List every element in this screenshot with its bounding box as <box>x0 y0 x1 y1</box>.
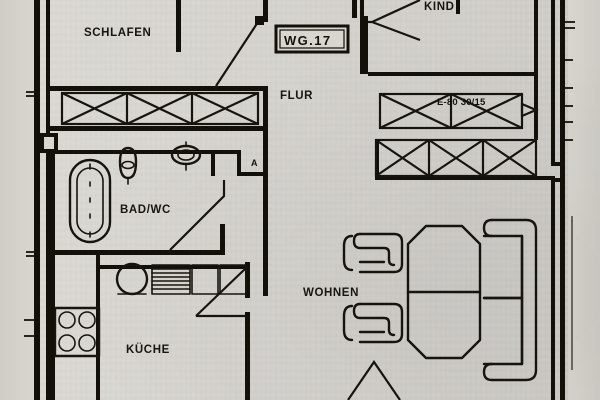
door-swing-bad-wc <box>168 180 226 255</box>
drainboard <box>151 264 191 295</box>
room-label-schlafen: SCHLAFEN <box>84 27 151 39</box>
built-in-wardrobe-schlafen <box>60 91 260 126</box>
left-page-margin <box>0 0 34 400</box>
stove-four-burner <box>53 306 101 358</box>
right-wall-ticks <box>565 21 575 141</box>
kitchen-counter-units <box>191 264 247 295</box>
door-swing-kind <box>368 0 421 42</box>
kitchen-sink <box>115 262 149 296</box>
room-label-kueche: KÜCHE <box>126 343 170 356</box>
door-swing-schlafen <box>214 16 264 90</box>
armchair-upper <box>342 232 404 274</box>
room-label-bad-wc: BAD/WC <box>120 204 171 216</box>
door-swing-kueche <box>195 267 247 318</box>
octagonal-coffee-table <box>406 224 482 360</box>
exterior-walls <box>34 0 565 400</box>
washbasin <box>170 141 202 171</box>
left-wall-ticks <box>24 91 34 337</box>
room-label-flur: FLUR <box>280 90 313 102</box>
window-dimension-label: E-80 30/15 <box>437 97 486 108</box>
unit-badge-label: WG.17 <box>284 33 331 48</box>
dimension-annotations: E-80 30/15 A <box>251 97 486 168</box>
toilet <box>118 146 138 185</box>
room-labels: SCHLAFEN KIND FLUR BAD/WC KÜCHE WOHNEN <box>84 1 455 356</box>
room-label-kind: KIND <box>424 1 455 13</box>
bathtub <box>68 158 112 244</box>
wall-mark-a-label: A <box>251 158 258 168</box>
built-in-wardrobe-kind-upper <box>378 92 539 130</box>
interior-walls <box>50 0 555 400</box>
right-page-margin <box>568 0 600 400</box>
unit-badge: WG.17 <box>274 24 350 54</box>
sofa <box>482 218 538 382</box>
built-in-wardrobe-kind-lower <box>374 138 538 178</box>
armchair-lower <box>342 302 404 344</box>
door-swing-wohnen <box>347 360 401 400</box>
room-label-wohnen: WOHNEN <box>303 287 359 299</box>
